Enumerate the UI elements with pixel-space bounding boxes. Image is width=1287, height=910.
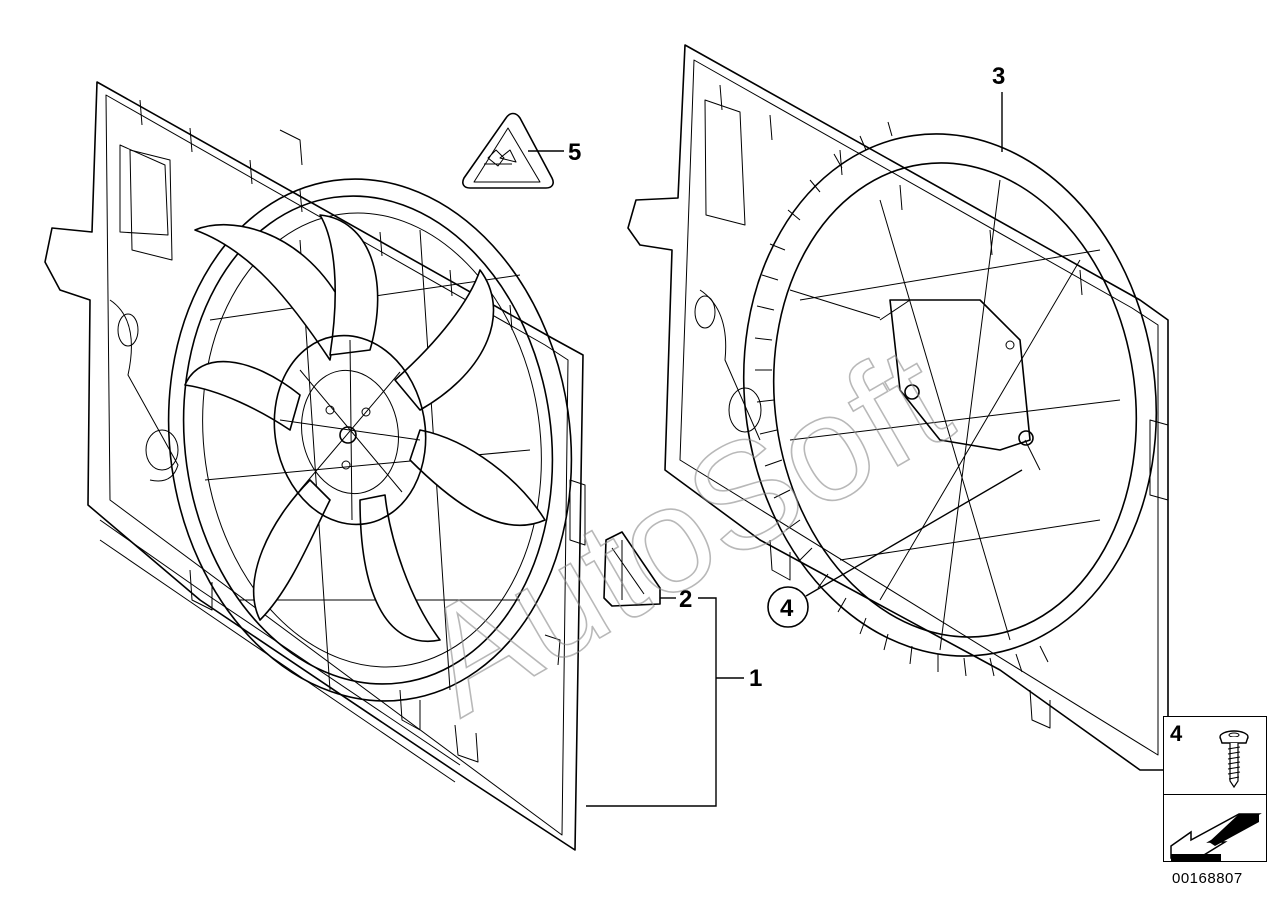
hot-surface-warning-icon	[462, 112, 554, 189]
callout-1: 1	[749, 665, 762, 692]
right-stator-teeth	[754, 121, 1049, 677]
legend-box: 4	[1163, 716, 1267, 862]
legend-divider	[1164, 794, 1266, 795]
left-shroud-frame	[44, 81, 584, 851]
callout-3: 3	[992, 63, 1005, 90]
callout-5: 5	[568, 139, 581, 166]
navigation-arrow-icon	[1170, 813, 1262, 862]
part-number: 00168807	[1172, 870, 1243, 887]
left-fan-assembly	[44, 81, 586, 851]
left-fan-blade	[409, 429, 546, 526]
screw-icon	[1219, 730, 1249, 789]
callout-4: 4	[780, 595, 794, 622]
right-motor-mount	[889, 299, 1031, 451]
left-fan-blade	[394, 269, 495, 411]
legend-number: 4	[1170, 721, 1183, 746]
right-shroud-frame	[627, 44, 1169, 771]
left-fan-blade	[252, 479, 331, 621]
left-fan-blade	[359, 494, 441, 643]
left-fan-blade	[319, 214, 379, 356]
left-fan-hub	[273, 334, 427, 526]
right-fan-assembly	[627, 44, 1169, 771]
left-fan-blade	[194, 223, 341, 361]
callout-4-circle	[767, 586, 809, 628]
left-fan-ring-outer	[167, 178, 573, 702]
left-fan-blade	[184, 360, 301, 431]
part-2-bracket	[603, 531, 661, 607]
callout-2: 2	[679, 586, 692, 613]
right-fan-ring-outer	[742, 133, 1158, 657]
